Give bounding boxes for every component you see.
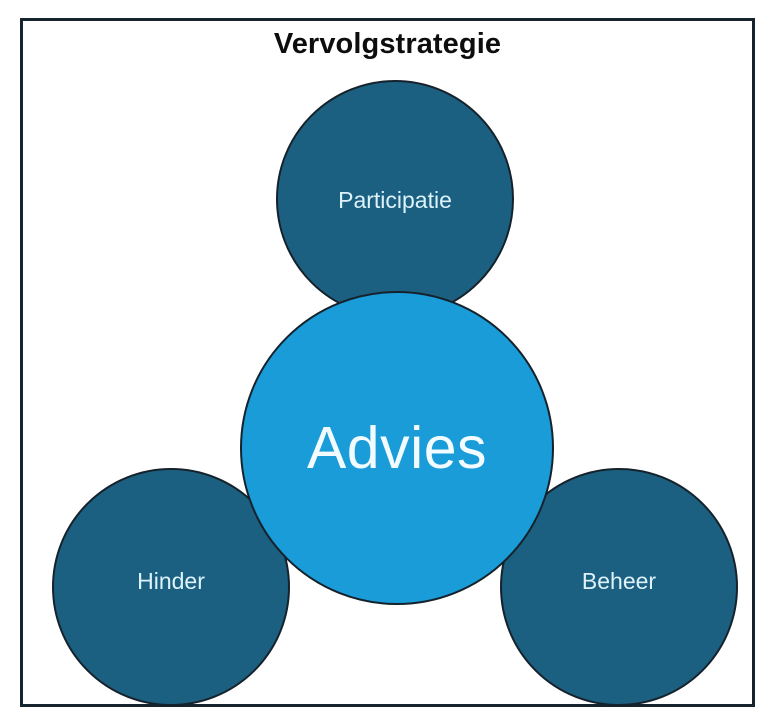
node-participatie[interactable]: Participatie — [276, 80, 514, 318]
node-hinder[interactable]: Hinder — [52, 468, 290, 706]
node-hinder-label: Hinder — [137, 568, 205, 595]
node-advies[interactable]: Advies — [240, 291, 554, 605]
node-participatie-label: Participatie — [338, 187, 452, 214]
node-advies-label: Advies — [306, 414, 488, 481]
page-title: Vervolgstrategie — [273, 28, 502, 60]
node-beheer-label: Beheer — [581, 568, 657, 595]
